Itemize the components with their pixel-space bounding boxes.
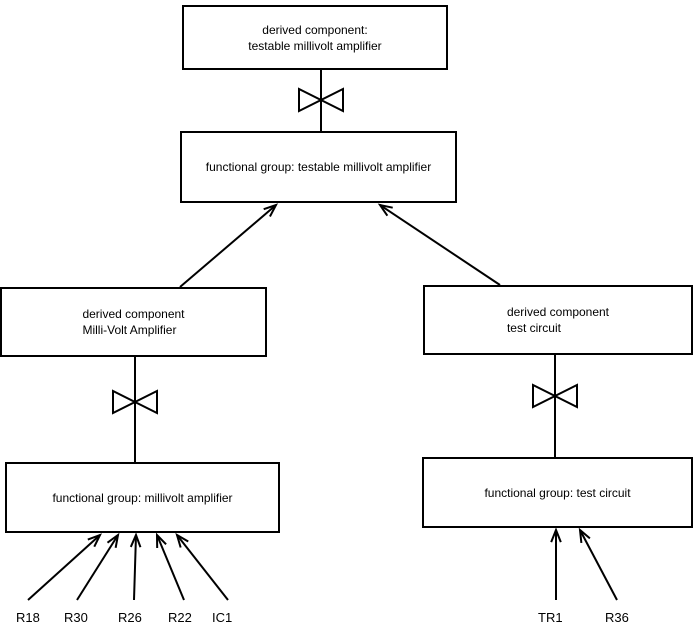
bowtie-right-left-triangle	[532, 383, 558, 409]
arrow-r30-head	[106, 532, 120, 548]
arrow-testckt-to-testable-shaft	[379, 204, 501, 286]
leaf-label-r22: R22	[168, 610, 192, 625]
arrow-r26-head	[129, 532, 142, 548]
leaf-label-r30: R30	[64, 610, 88, 625]
bowtie-connectors	[112, 70, 578, 462]
leaf-label-ic1: IC1	[212, 610, 233, 625]
arrow-r30-shaft	[76, 534, 119, 601]
node-derived-testable-millivolt-amplifier[interactable]: derived component: testable millivolt am…	[182, 5, 448, 70]
arrow-r26-shaft	[133, 534, 137, 601]
leaf-label-r36: R36	[605, 610, 629, 625]
arrow-r22-head	[155, 532, 167, 549]
arrow-tr1-head	[550, 527, 562, 543]
node-label: derived component Milli-Volt Amplifier	[82, 307, 185, 337]
arrow-r22-shaft	[156, 534, 185, 601]
node-functional-group-testable-millivolt-amplifier[interactable]: functional group: testable millivolt amp…	[180, 131, 457, 203]
arrow-testckt-to-testable-head	[377, 203, 393, 217]
node-label: derived component: testable millivolt am…	[248, 22, 382, 53]
bowtie-left-left-triangle	[112, 389, 138, 415]
arrow-r36-head	[578, 527, 591, 544]
node-derived-test-circuit[interactable]: derived component test circuit	[423, 285, 693, 355]
bowtie-left-right-triangle	[132, 389, 158, 415]
bowtie-right-right-triangle	[552, 383, 578, 409]
leaf-label-r18: R18	[16, 610, 40, 625]
arrow-connectors	[27, 203, 618, 601]
arrow-ic1-head	[175, 532, 189, 548]
node-label: functional group: millivolt amplifier	[52, 490, 233, 505]
arrow-mvamp-to-testable-shaft	[179, 204, 277, 288]
node-label: functional group: test circuit	[484, 485, 631, 500]
leaf-label-r26: R26	[118, 610, 142, 625]
arrow-r36-shaft	[579, 529, 618, 601]
arrow-ic1-shaft	[176, 534, 229, 601]
node-derived-milli-volt-amplifier[interactable]: derived component Milli-Volt Amplifier	[0, 287, 267, 357]
node-label: functional group: testable millivolt amp…	[205, 160, 432, 174]
arrow-mvamp-to-testable-head	[263, 203, 279, 217]
node-functional-group-millivolt-amplifier[interactable]: functional group: millivolt amplifier	[5, 462, 280, 533]
arrow-r18-head	[87, 533, 103, 548]
bowtie-top-left-triangle	[298, 87, 324, 113]
arrow-r18-shaft	[27, 534, 101, 601]
node-label: derived component test circuit	[506, 305, 610, 335]
leaf-label-tr1: TR1	[538, 610, 563, 625]
bowtie-top-right-triangle	[318, 87, 344, 113]
node-functional-group-test-circuit[interactable]: functional group: test circuit	[422, 457, 693, 528]
